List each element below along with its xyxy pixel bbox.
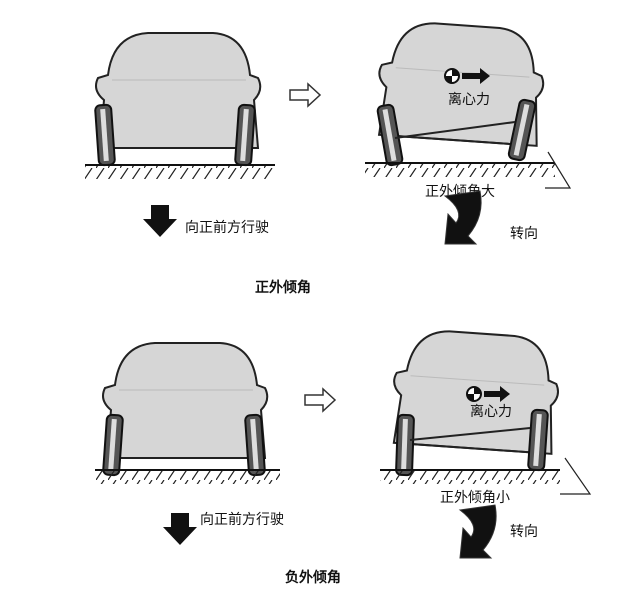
camber-note-bottom: 正外倾角小 bbox=[440, 490, 510, 506]
straight-label-top: 向正前方行驶 bbox=[185, 219, 269, 236]
centrifugal-label-bottom: 离心力 bbox=[470, 403, 512, 420]
caption-negative-camber: 负外倾角 bbox=[285, 569, 341, 586]
car-turning-top bbox=[365, 18, 555, 177]
straight-label-bottom: 向正前方行驶 bbox=[200, 511, 284, 528]
car-straight-bottom bbox=[95, 342, 280, 484]
transition-arrow-icon bbox=[289, 83, 321, 107]
centrifugal-force-icon bbox=[466, 386, 510, 402]
caption-positive-camber: 正外倾角 bbox=[255, 279, 311, 296]
turn-label-top: 转向 bbox=[510, 226, 538, 242]
pointer-line bbox=[560, 457, 592, 495]
centrifugal-force-icon bbox=[444, 68, 490, 84]
turn-arrow-icon bbox=[459, 504, 497, 559]
transition-arrow-icon bbox=[304, 388, 336, 412]
centrifugal-label-top: 离心力 bbox=[448, 91, 490, 108]
turn-label-bottom: 转向 bbox=[510, 524, 538, 540]
forward-arrow-icon bbox=[163, 513, 197, 545]
turn-arrow-icon bbox=[444, 190, 482, 245]
pointer-line bbox=[545, 151, 572, 189]
forward-arrow-icon bbox=[143, 205, 177, 237]
car-turning-bottom bbox=[380, 326, 563, 484]
car-straight-top bbox=[85, 32, 275, 179]
